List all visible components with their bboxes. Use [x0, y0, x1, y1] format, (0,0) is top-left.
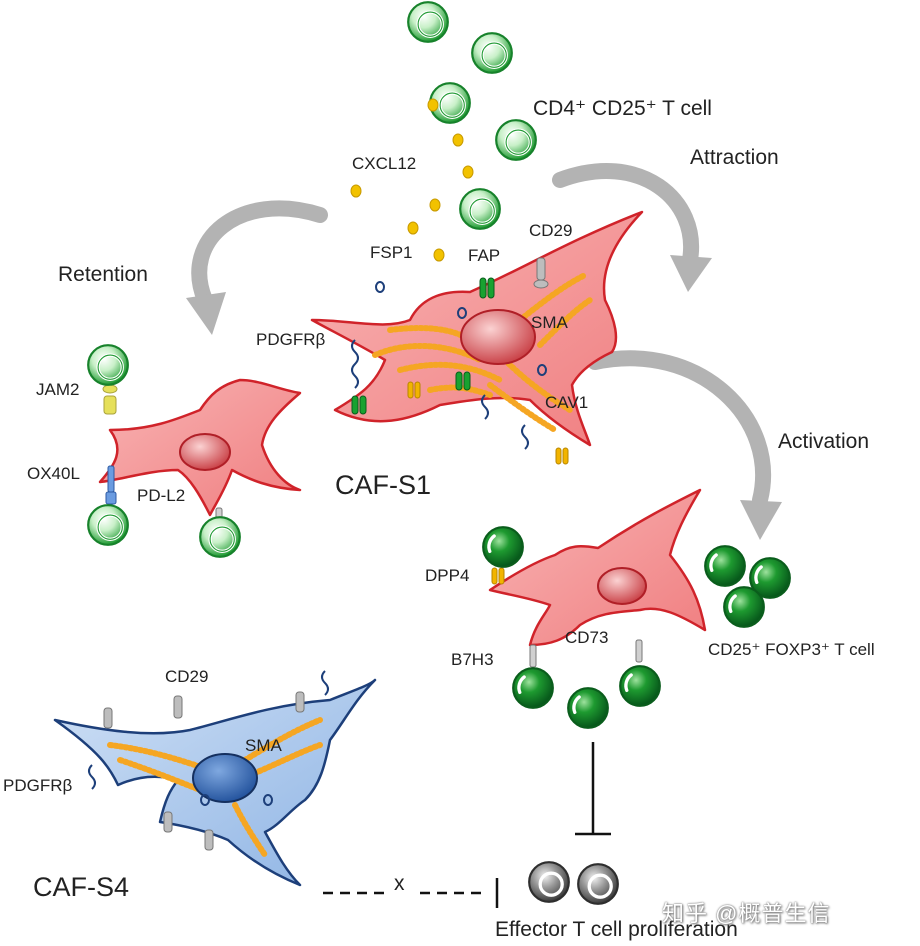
label-fsp1: FSP1 — [370, 243, 413, 262]
cd4-cd25-t-cells — [406, 0, 538, 231]
label-cav1: CAV1 — [545, 393, 589, 412]
caf-activation-cell — [481, 488, 707, 730]
label-caf-s1: CAF-S1 — [335, 470, 432, 500]
label-attraction: Attraction — [690, 146, 779, 169]
label-blocked-x: x — [394, 872, 405, 895]
label-jam2: JAM2 — [36, 380, 80, 399]
retention-nucleus — [179, 433, 231, 471]
fsp1-markers-s4 — [200, 794, 273, 806]
caf-s4-nucleus — [192, 753, 258, 803]
label-caf-s4: CAF-S4 — [33, 872, 130, 902]
label-retention: Retention — [58, 263, 148, 286]
caf-s4-cell — [53, 670, 377, 887]
label-activation: Activation — [778, 430, 870, 453]
label-cd29-s4: CD29 — [165, 667, 209, 686]
label-sma-s1: SMA — [531, 313, 568, 332]
fsp1-markers — [375, 281, 547, 376]
caf-s1-cell — [310, 210, 644, 465]
cd73-bond — [635, 639, 643, 663]
ox40l-bond — [105, 465, 117, 505]
cd25-foxp3-t-cells — [703, 544, 792, 629]
label-b7h3: B7H3 — [451, 650, 494, 669]
blocked-dashed-line — [323, 878, 499, 908]
pdgfrb-receptors-s4 — [88, 670, 329, 790]
activation-nucleus — [597, 567, 647, 605]
label-cd4-cd25-t-cell: CD4⁺ CD25⁺ T cell — [533, 97, 712, 120]
label-pdgfrb-s4: PDGFRβ — [3, 776, 73, 795]
cd29-marker-s1 — [533, 257, 549, 289]
inhibition-line — [575, 742, 611, 836]
label-ox40l: OX40L — [27, 464, 80, 483]
attraction-arrow — [552, 163, 712, 292]
label-cd25-foxp3-t-cell: CD25⁺ FOXP3⁺ T cell — [708, 640, 875, 659]
activation-arrow — [587, 350, 782, 540]
dpp4-bond — [491, 567, 505, 585]
b7h3-bond — [529, 644, 537, 668]
label-effector-proliferation: Effector T cell proliferation — [495, 918, 738, 941]
caf-s1-nucleus — [460, 309, 536, 365]
effector-t-cells — [527, 860, 620, 906]
label-pdgfrb-s1: PDGFRβ — [256, 330, 326, 349]
caf-retention-cell — [86, 343, 302, 559]
watermark: 知乎 @概普生信 — [662, 901, 831, 926]
label-cxcl12: CXCL12 — [352, 154, 417, 173]
label-fap: FAP — [468, 246, 501, 265]
label-dpp4: DPP4 — [425, 566, 470, 585]
cxcl12-dots — [350, 98, 474, 262]
label-sma-s4: SMA — [245, 736, 282, 755]
pdgfrb-receptors — [351, 339, 529, 450]
cd29-markers-s4 — [103, 691, 305, 851]
cav1-markers — [407, 381, 569, 465]
label-pdl2: PD-L2 — [137, 486, 186, 505]
label-cd73: CD73 — [565, 628, 609, 647]
label-cd29-s1: CD29 — [529, 221, 573, 240]
retention-arrow — [186, 200, 328, 335]
fap-markers — [351, 277, 495, 415]
